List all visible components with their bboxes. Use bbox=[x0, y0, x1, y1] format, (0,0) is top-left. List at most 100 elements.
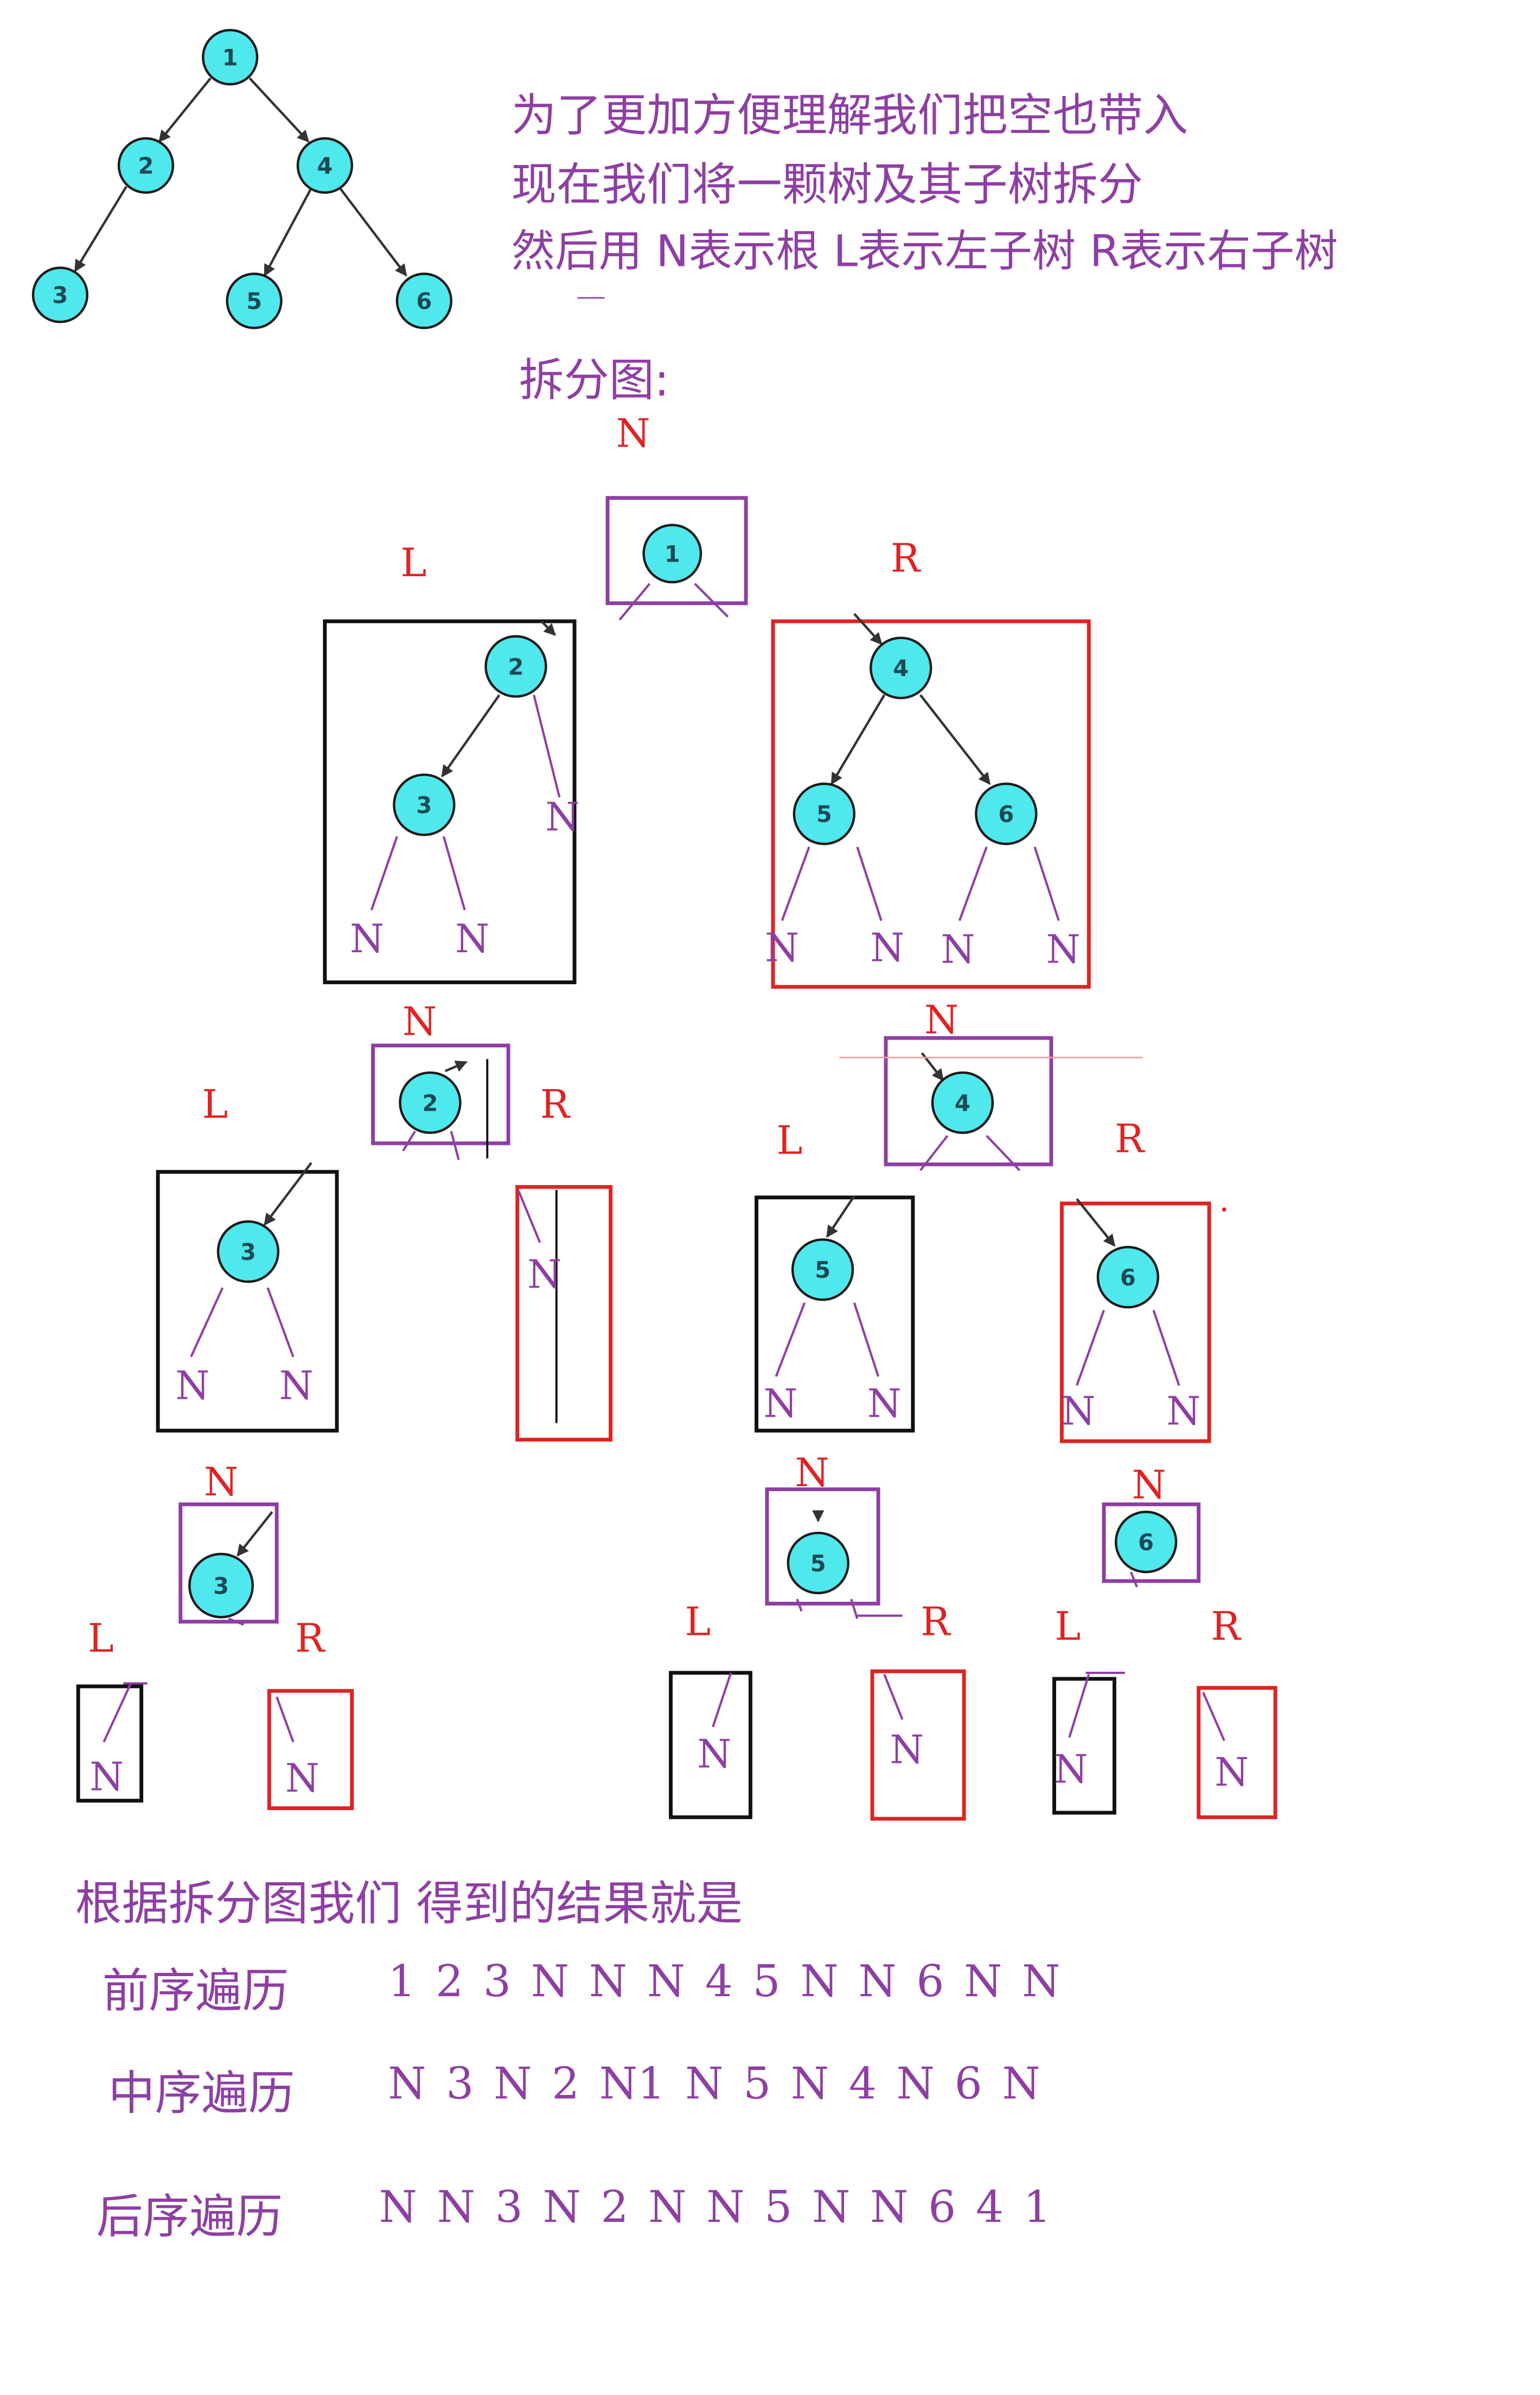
box-left-null-of-5 bbox=[669, 1671, 752, 1819]
tree-node-6: 6 bbox=[975, 782, 1038, 845]
tree-node-label: 3 bbox=[416, 792, 432, 819]
tree-node-label: 6 bbox=[416, 288, 432, 315]
null-or-root-label: N bbox=[455, 916, 489, 961]
box-root-6 bbox=[1102, 1502, 1201, 1583]
tree-node-label: 3 bbox=[240, 1239, 256, 1265]
tree-node-label: 5 bbox=[816, 801, 832, 827]
tree-node-3: 3 bbox=[31, 266, 89, 323]
tree-node-label: 6 bbox=[1138, 1529, 1154, 1556]
box-right-null-of-2 bbox=[515, 1185, 613, 1442]
null-or-root-label: N bbox=[90, 1754, 124, 1799]
tree-node-5: 5 bbox=[793, 782, 855, 845]
box-right-null-of-5 bbox=[870, 1669, 966, 1821]
tree-node-label: 1 bbox=[222, 44, 238, 71]
null-or-root-label: N bbox=[175, 1362, 209, 1408]
null-or-root-label: N bbox=[616, 410, 650, 456]
inorder-value: N 3 N 2 N1 N 5 N 4 N 6 N bbox=[388, 2058, 1040, 2110]
right-subtree-label: R bbox=[891, 536, 921, 581]
null-or-root-label: N bbox=[890, 1727, 924, 1772]
box-left-null-of-6 bbox=[1052, 1677, 1116, 1815]
tree-node-2: 2 bbox=[117, 137, 175, 194]
null-or-root-label: N bbox=[867, 1381, 902, 1426]
tree-node-5: 5 bbox=[791, 1238, 854, 1301]
left-subtree-label: L bbox=[685, 1599, 711, 1645]
right-subtree-label: R bbox=[1211, 1603, 1241, 1649]
left-subtree-label: L bbox=[777, 1118, 803, 1163]
tree-node-3: 3 bbox=[393, 773, 456, 836]
box-root-2 bbox=[371, 1043, 510, 1145]
null-or-root-label: N bbox=[527, 1251, 561, 1297]
null-or-root-label: N bbox=[279, 1362, 314, 1408]
tree-node-4: 4 bbox=[296, 137, 353, 194]
null-or-root-label: N bbox=[941, 926, 975, 972]
preorder-label: 前序遍历 bbox=[102, 1964, 289, 2019]
right-subtree-label: R bbox=[540, 1081, 571, 1127]
left-subtree-label: L bbox=[401, 540, 427, 585]
box-root-3 bbox=[178, 1502, 279, 1624]
tree-node-label: 5 bbox=[815, 1257, 830, 1283]
null-link-lines bbox=[103, 583, 1225, 1743]
box-left-subtree-3 bbox=[156, 1170, 339, 1433]
null-or-root-label: N bbox=[924, 997, 958, 1043]
box-right-null-of-6 bbox=[1197, 1686, 1277, 1819]
split-boxes bbox=[76, 496, 1277, 1821]
tree-node-label: 4 bbox=[893, 655, 909, 681]
box-root-4 bbox=[884, 1036, 1053, 1167]
dot-mark bbox=[1222, 1207, 1226, 1212]
left-subtree-label: L bbox=[202, 1081, 228, 1127]
result-title: 根据拆分图我们 得到的结果就是 bbox=[75, 1877, 743, 1932]
null-or-root-label: N bbox=[1061, 1388, 1095, 1434]
null-or-root-label: N bbox=[1046, 926, 1081, 972]
box-root-5 bbox=[765, 1487, 880, 1606]
tree-node-label: 5 bbox=[246, 288, 262, 315]
tree-node-1: 1 bbox=[202, 29, 259, 86]
split-title: 拆分图: bbox=[519, 355, 670, 408]
tree-node-5: 5 bbox=[787, 1531, 849, 1595]
null-or-root-label: N bbox=[795, 1450, 829, 1495]
intro-line-1: 为了更加方便理解我们把空也带入 bbox=[511, 90, 1188, 143]
null-or-root-label: N bbox=[1215, 1749, 1249, 1795]
tree-node-label: 2 bbox=[138, 152, 154, 179]
postorder-value: N N 3 N 2 N N 5 N N 6 4 1 bbox=[379, 2181, 1051, 2233]
tree-node-3: 3 bbox=[216, 1220, 280, 1283]
null-or-root-label: N bbox=[204, 1459, 238, 1505]
box-right-null-of-3 bbox=[267, 1689, 354, 1811]
left-subtree-label: L bbox=[1055, 1603, 1081, 1649]
tree-node-4: 4 bbox=[870, 636, 932, 699]
null-or-root-label: N bbox=[285, 1755, 319, 1801]
intro-line-2: 现在我们将一颗树及其子树拆分 bbox=[511, 159, 1143, 212]
null-or-root-label: N bbox=[350, 916, 384, 961]
box-left-null-of-3 bbox=[76, 1684, 144, 1803]
null-or-root-label: N bbox=[1166, 1388, 1200, 1434]
box-left-subtree-5 bbox=[755, 1195, 915, 1433]
tree-node-label: 1 bbox=[664, 541, 680, 568]
box-right-subtree-6 bbox=[1059, 1201, 1211, 1443]
tree-node-label: 4 bbox=[317, 152, 333, 179]
postorder-label: 后序遍历 bbox=[96, 2190, 283, 2245]
null-or-root-label: N bbox=[545, 794, 579, 839]
right-subtree-label: R bbox=[921, 1599, 951, 1645]
intro-line-3: 然后用 N表示根 L表示左子树 R表示右子树 bbox=[511, 225, 1338, 277]
divider-lines bbox=[486, 1059, 558, 1423]
tree-node-6: 6 bbox=[395, 272, 452, 329]
left-subtree-label: L bbox=[88, 1615, 114, 1661]
split-arrows bbox=[237, 613, 1116, 1557]
box-right-subtree-4 bbox=[771, 619, 1091, 989]
tree-node-label: 5 bbox=[810, 1550, 826, 1577]
tree-node-label: 2 bbox=[422, 1090, 438, 1116]
null-or-root-label: N bbox=[1053, 1746, 1088, 1792]
box-root-1 bbox=[605, 496, 748, 606]
tree-node-2: 2 bbox=[484, 635, 547, 698]
tree-node-1: 1 bbox=[642, 524, 702, 584]
null-or-root-label: N bbox=[870, 925, 904, 971]
tree-node-label: 6 bbox=[1120, 1264, 1136, 1291]
right-subtree-label: R bbox=[295, 1615, 325, 1661]
tree-node-2: 2 bbox=[399, 1071, 462, 1134]
null-or-root-label: N bbox=[1132, 1462, 1166, 1507]
full-tree bbox=[74, 77, 407, 277]
null-or-root-label: N bbox=[765, 925, 799, 971]
